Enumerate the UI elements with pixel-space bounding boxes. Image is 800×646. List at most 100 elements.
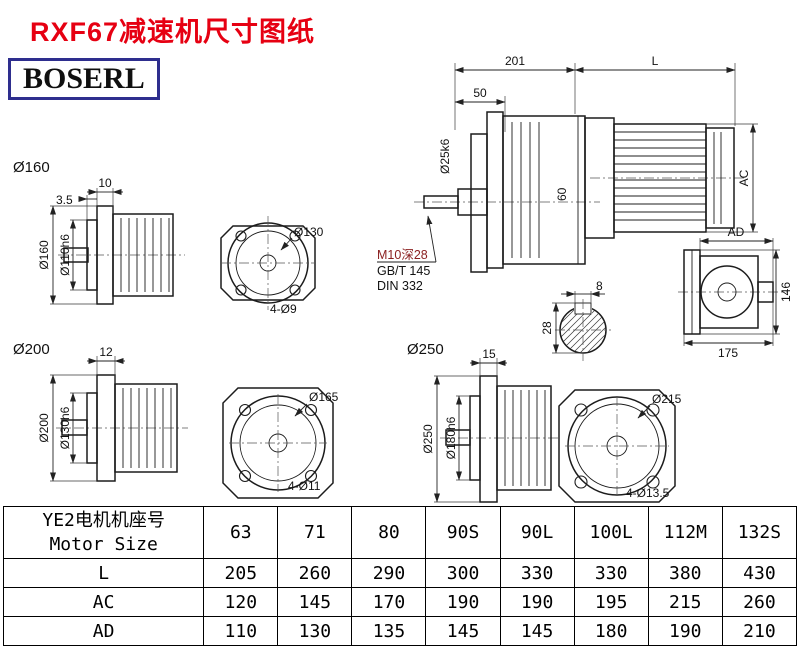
table-cell: 300 xyxy=(425,558,501,588)
dimension-drawing: 201 L 50 Ø25k6 60 AC M10深28 GB/T 145 DIN… xyxy=(13,54,793,503)
table-row-L: L 205 260 290 300 330 330 380 430 xyxy=(2,558,798,588)
column-header: 90L xyxy=(499,506,575,559)
dim-15: 15 xyxy=(482,347,496,361)
table-cell: 215 xyxy=(647,587,723,617)
column-header: 71 xyxy=(277,506,353,559)
column-header: 63 xyxy=(203,506,279,559)
header-en: Motor Size xyxy=(49,533,158,555)
dim-dia-200: Ø200 xyxy=(37,413,51,443)
fan-cowl-lines xyxy=(713,132,722,224)
column-header: 90S xyxy=(425,506,501,559)
table-cell: 190 xyxy=(647,616,723,646)
table-cell: 430 xyxy=(721,558,798,588)
row-label: AC xyxy=(2,587,205,617)
flange-200-side-view: Ø200 12 Ø200 Ø130h6 xyxy=(13,341,188,482)
dim-shaft-dia: Ø25k6 xyxy=(438,138,452,174)
flange-250-side-view: Ø250 15 Ø250 Ø180h6 xyxy=(407,341,560,503)
column-header: 80 xyxy=(351,506,427,559)
table-header-row: YE2电机机座号 Motor Size 63 71 80 90S 90L 100… xyxy=(2,506,798,559)
output-flange-plate xyxy=(486,111,504,269)
bolt-hole xyxy=(235,284,247,296)
housing-fins xyxy=(504,390,546,486)
housing-fins xyxy=(122,388,172,468)
table-cell: 260 xyxy=(277,558,353,588)
housing xyxy=(496,385,552,491)
bolt-hole xyxy=(235,230,247,242)
motor-size-table: YE2电机机座号 Motor Size 63 71 80 90S 90L 100… xyxy=(2,506,798,646)
table-cell: 130 xyxy=(277,616,353,646)
extension-lines xyxy=(706,123,758,233)
center-cross xyxy=(229,394,327,492)
dim-50: 50 xyxy=(473,86,487,100)
bolt-hole xyxy=(574,475,588,489)
table-cell: 145 xyxy=(425,616,501,646)
center-cross xyxy=(565,396,669,496)
dim-10: 10 xyxy=(98,176,112,190)
flange-215-front-view: Ø215 4-Ø13.5 xyxy=(558,389,682,503)
bearing-boss-circle xyxy=(700,265,754,319)
table-cell: 180 xyxy=(573,616,649,646)
dim-12: 12 xyxy=(99,345,113,359)
flange-pilot xyxy=(470,133,488,273)
housing xyxy=(112,213,174,297)
table-cell: 190 xyxy=(425,587,501,617)
housing xyxy=(114,383,178,473)
extension-lines xyxy=(50,205,97,305)
extension-lines xyxy=(50,374,97,482)
dim-8: 8 xyxy=(596,279,603,293)
dim-dia-215: Ø215 xyxy=(652,392,682,406)
dim-holes-4x13-5: 4-Ø13.5 xyxy=(626,486,670,500)
column-header: 100L xyxy=(573,506,649,559)
dim-L: L xyxy=(652,54,659,68)
bolt-hole xyxy=(304,469,318,483)
dim-dia-250: Ø250 xyxy=(421,424,435,454)
dim-dia-165: Ø165 xyxy=(309,390,339,404)
flange-165-front-view: Ø165 4-Ø11 xyxy=(222,387,339,499)
dim-dia-110h6: Ø110h6 xyxy=(58,234,72,276)
table-cell: 205 xyxy=(203,558,279,588)
bolt-hole xyxy=(574,403,588,417)
page-title: RXF67减速机尺寸图纸 xyxy=(30,17,316,47)
table-cell: 380 xyxy=(647,558,723,588)
dim-dia-130h6: Ø130h6 xyxy=(58,406,72,449)
note-gb-standard: GB/T 145 xyxy=(377,264,430,278)
flange-outline xyxy=(222,387,334,499)
dim-3-5: 3.5 xyxy=(56,193,73,207)
header-cn: YE2电机机座号 xyxy=(42,510,165,532)
row-label: AD xyxy=(2,616,205,646)
shaft-circle xyxy=(717,282,737,302)
dim-dia-130: Ø130 xyxy=(294,225,324,239)
table-cell: 190 xyxy=(499,587,575,617)
keyway-detail-view: 8 28 xyxy=(540,279,611,361)
table-cell: 260 xyxy=(721,587,798,617)
table-cell: 330 xyxy=(573,558,649,588)
extension-lines xyxy=(86,188,114,220)
bolt-hole xyxy=(304,403,318,417)
section-label-250: Ø250 xyxy=(407,341,444,358)
column-header: 132S xyxy=(721,506,798,559)
leader-line xyxy=(280,237,293,251)
flange-160-side-view: Ø160 10 3.5 Ø160 Ø110h6 xyxy=(13,159,185,305)
dim-175: 175 xyxy=(718,346,738,360)
section-label-160: Ø160 xyxy=(13,159,50,176)
bolt-hole xyxy=(646,403,660,417)
dim-AC: AC xyxy=(737,169,751,186)
dim-60: 60 xyxy=(555,187,569,201)
fan-cowl xyxy=(705,127,735,229)
motor-fins xyxy=(614,131,706,221)
flange-plate xyxy=(479,375,498,503)
extension-lines xyxy=(434,375,480,503)
housing-fins xyxy=(120,218,170,292)
table-row-AD: AD 110 130 135 145 145 180 190 210 xyxy=(2,616,798,646)
dim-AD: AD xyxy=(728,225,745,239)
table-cell: 290 xyxy=(351,558,427,588)
bolt-hole xyxy=(289,284,301,296)
note-din-standard: DIN 332 xyxy=(377,279,423,293)
table-cell: 170 xyxy=(351,587,427,617)
flange-130-front-view: Ø130 4-Ø9 xyxy=(220,216,324,316)
table-cell: 135 xyxy=(351,616,427,646)
center-cross xyxy=(555,299,611,361)
dim-dia-180h6: Ø180h6 xyxy=(444,416,458,459)
bolt-hole xyxy=(646,475,660,489)
output-side-view: AD 146 175 xyxy=(678,225,793,360)
